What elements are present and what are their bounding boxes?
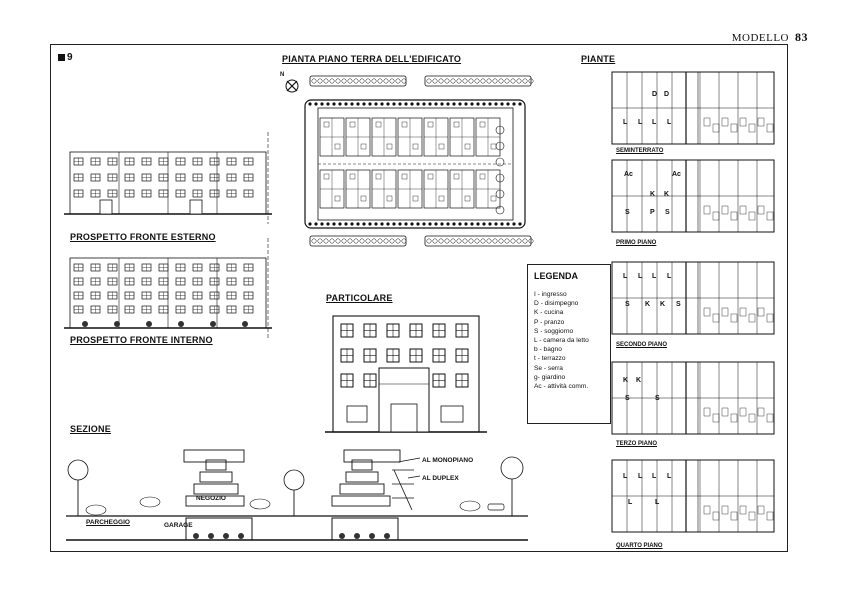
room-letter: L	[667, 119, 672, 126]
room-letter: L	[667, 273, 672, 280]
facade-external-drawing	[64, 132, 272, 224]
floor-label-1: PRIMO PIANO	[616, 240, 657, 246]
legend-item: S - soggiorno	[534, 327, 574, 335]
floor-plan-0	[611, 71, 775, 145]
legend-item: L - camera da letto	[534, 337, 589, 345]
floor-plan-1	[611, 159, 775, 233]
page-header: MODELLO 83	[732, 30, 808, 45]
plan-title: PIANTA PIANO TERRA DELL'EDIFICATO	[282, 54, 462, 64]
room-letter: L	[623, 119, 628, 126]
legend-item: g- giardino	[534, 373, 566, 381]
room-letter: L	[638, 273, 643, 280]
room-letter: L	[623, 473, 628, 480]
room-letter: L	[652, 119, 657, 126]
legend-item: t - terrazzo	[534, 355, 566, 363]
detail-facade-drawing	[325, 315, 487, 433]
legend-item: Ac - attività comm.	[534, 383, 589, 391]
floor-plan-4	[611, 459, 775, 533]
room-letter: L	[628, 499, 633, 506]
floor-plan-3	[611, 361, 775, 435]
floor-label-0: SEMINTERRATO	[616, 148, 664, 154]
section-label-garage: GARAGE	[164, 522, 193, 529]
legend-item: P - pranzo	[534, 318, 565, 326]
room-letter: L	[667, 473, 672, 480]
room-letter: L	[652, 473, 657, 480]
floor-label-4: QUARTO PIANO	[616, 543, 663, 549]
plate-number-text: 9	[67, 52, 73, 63]
room-letter: L	[638, 119, 643, 126]
room-letter: L	[623, 273, 628, 280]
section-title: SEZIONE	[70, 424, 111, 434]
page-number: 83	[795, 30, 808, 44]
section-label-parcheggio: PARCHEGGIO	[86, 519, 130, 526]
floor-label-2: SECONDO PIANO	[616, 342, 668, 348]
room-letter: S	[676, 301, 681, 308]
section-label-duplex: AL DUPLEX	[422, 475, 459, 482]
room-letter: Ac	[672, 171, 681, 178]
square-bullet-icon	[58, 54, 65, 61]
room-letter: S	[625, 395, 630, 402]
legend-title: LEGENDA	[534, 271, 579, 281]
section-label-negozio: NEGOZIO	[196, 495, 226, 502]
room-letter: S	[625, 301, 630, 308]
room-letter: L	[655, 499, 660, 506]
room-letter: D	[652, 91, 657, 98]
legend-item: K - cucina	[534, 309, 564, 317]
floors-title: PIANTE	[581, 54, 616, 64]
room-letter: K	[664, 191, 669, 198]
header-title: MODELLO	[731, 32, 789, 44]
room-letter: P	[650, 209, 655, 216]
room-letter: S	[625, 209, 630, 216]
room-letter: K	[660, 301, 665, 308]
room-letter: K	[645, 301, 650, 308]
room-letter: L	[638, 473, 643, 480]
room-letter: D	[664, 91, 669, 98]
legend-item: D - disimpegno	[534, 300, 579, 308]
room-letter: S	[665, 209, 670, 216]
legend-item: Se - serra	[534, 364, 563, 372]
floor-label-3: TERZO PIANO	[616, 441, 658, 447]
detail-title: PARTICOLARE	[326, 293, 393, 303]
plate-number: 9	[58, 52, 73, 63]
drawing-frame	[50, 44, 788, 552]
room-letter: Ac	[624, 171, 633, 178]
section-drawing	[66, 449, 528, 541]
room-letter: K	[636, 377, 641, 384]
site-plan-drawing	[285, 75, 534, 247]
legend-box: LEGENDA I - ingresso D - disimpegno K - …	[527, 264, 611, 424]
room-letter: L	[652, 273, 657, 280]
facade-internal-drawing	[64, 238, 272, 338]
north-label: N	[280, 72, 285, 78]
legend-item: I - ingresso	[534, 291, 567, 298]
front-ext-title: PROSPETTO FRONTE ESTERNO	[70, 232, 216, 242]
legend-item: b - bagno	[534, 346, 562, 354]
room-letter: S	[655, 395, 660, 402]
section-label-monopiano: AL MONOPIANO	[422, 457, 474, 464]
room-letter: K	[650, 191, 655, 198]
floor-plan-2	[611, 261, 775, 335]
front-int-title: PROSPETTO FRONTE INTERNO	[70, 335, 213, 345]
room-letter: K	[623, 377, 628, 384]
